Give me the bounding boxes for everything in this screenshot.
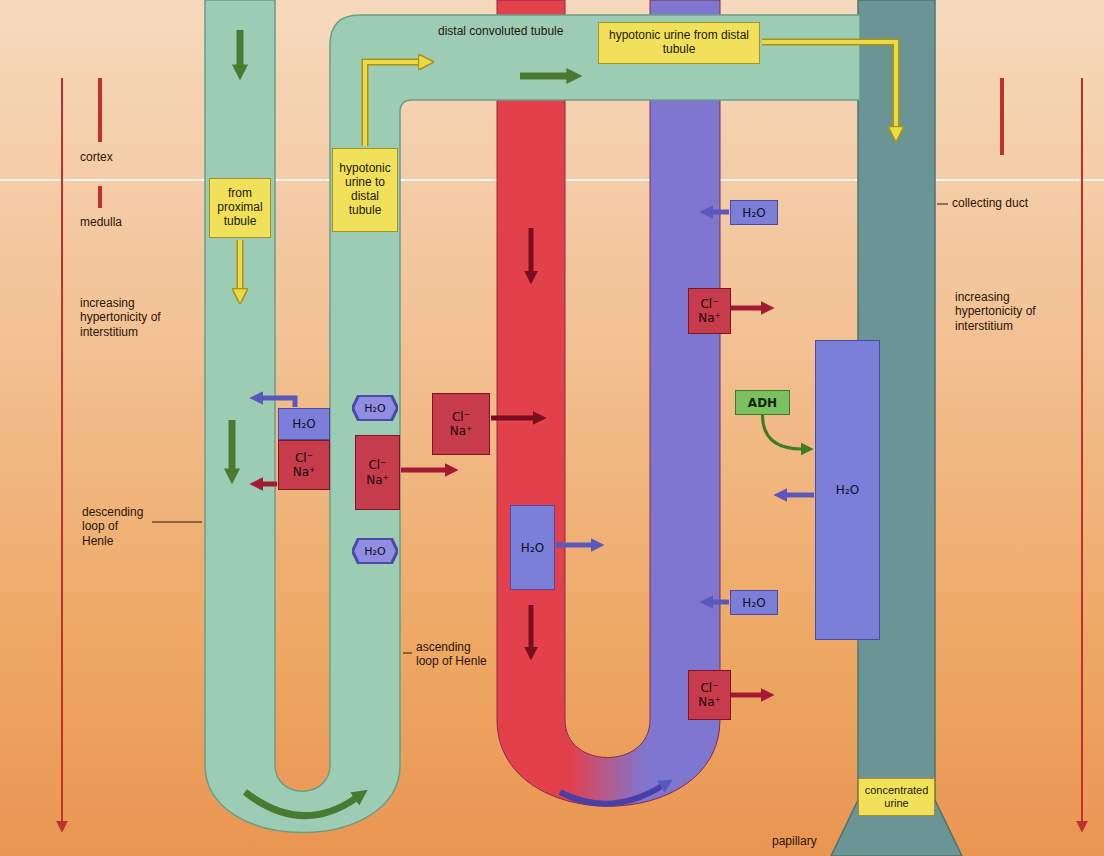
box-text: concentrated urine xyxy=(861,784,932,809)
box-text: H₂O xyxy=(292,417,315,431)
part-label: papillary xyxy=(772,834,852,848)
axis-label: increasing hypertonicity of interstitium xyxy=(80,296,195,339)
water-box: H₂O xyxy=(278,408,330,440)
box-text: H₂O xyxy=(521,541,544,555)
water-box: H₂O xyxy=(730,590,778,615)
ion-box: Cl⁻ Na⁺ xyxy=(432,393,490,455)
box-text: H₂O xyxy=(742,596,765,610)
urine-box: hypotonic urine from distal tubule xyxy=(598,22,760,64)
part-label: ascending loop of Henle xyxy=(416,640,494,669)
box-text: H₂O xyxy=(364,402,385,415)
box-text: from proximal tubule xyxy=(214,187,266,228)
urine-box: hypotonic urine to distal tubule xyxy=(332,148,398,232)
part-label: distal convoluted tubule xyxy=(438,24,593,38)
urine-box: from proximal tubule xyxy=(209,178,271,238)
water-box: H₂O xyxy=(730,200,778,225)
axis-label: increasing hypertonicity of interstitium xyxy=(955,290,1070,333)
ion-box: Cl⁻ Na⁺ xyxy=(355,435,400,510)
ion-box: Cl⁻ Na⁺ xyxy=(688,288,731,334)
hormone-arrow xyxy=(763,415,803,449)
box-text: hypotonic urine from distal tubule xyxy=(603,29,755,57)
part-label: collecting duct xyxy=(952,196,1036,210)
box-text: H₂O xyxy=(836,483,859,497)
box-text: Cl⁻ Na⁺ xyxy=(293,451,316,480)
box-text: Cl⁻ Na⁺ xyxy=(698,297,721,326)
box-text: H₂O xyxy=(364,545,385,558)
part-label: descending loop of Henle xyxy=(82,505,152,548)
box-text: ADH xyxy=(748,396,777,410)
box-text: hypotonic urine to distal tubule xyxy=(337,162,393,217)
region-label: cortex xyxy=(80,150,150,164)
ion-box: Cl⁻ Na⁺ xyxy=(688,670,731,720)
urine-box: concentrated urine xyxy=(858,778,935,816)
hormone-box: ADH xyxy=(735,390,790,415)
box-text: Cl⁻ Na⁺ xyxy=(698,681,721,710)
region-label: medulla xyxy=(80,215,160,229)
water-box: H₂O xyxy=(815,340,880,640)
ion-box: Cl⁻ Na⁺ xyxy=(278,440,330,490)
box-text: Cl⁻ Na⁺ xyxy=(450,410,473,439)
water-box: H₂O xyxy=(352,395,398,421)
box-text: Cl⁻ Na⁺ xyxy=(366,458,389,487)
water-box: H₂O xyxy=(352,538,398,564)
water-box: H₂O xyxy=(510,505,555,590)
box-text: H₂O xyxy=(742,206,765,220)
